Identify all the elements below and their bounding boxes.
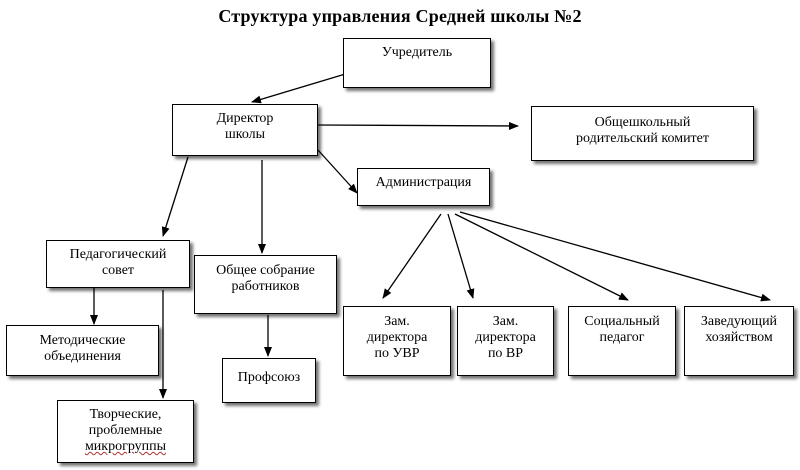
node-label: Учредитель: [381, 45, 453, 60]
node-label: Директор: [216, 111, 274, 126]
node-label: Методические: [39, 333, 126, 348]
node-label: Общее собрание: [216, 263, 315, 278]
node-label: директора: [475, 330, 536, 345]
node-label: Администрация: [375, 175, 472, 190]
node-label: совет: [101, 263, 135, 278]
arrow-director-to-parent-committee: [317, 121, 519, 130]
arrow-administration-to-housekeeping-head: [459, 211, 771, 302]
node-housekeeping-head: Заведующий хозяйством: [684, 306, 794, 376]
node-label: хозяйством: [705, 330, 773, 345]
node-label: Педагогический: [69, 247, 167, 262]
node-label: директора: [366, 330, 428, 345]
node-label: родительский комитет: [575, 131, 710, 146]
arrow-administration-to-social-teacher: [454, 213, 629, 301]
node-founder: Учредитель: [343, 38, 491, 88]
arrow-founder-to-director: [251, 71, 353, 104]
node-label: школы: [224, 127, 266, 142]
node-label: по УВР: [374, 346, 420, 361]
node-label: Профсоюз: [237, 370, 301, 385]
node-label: Творческие,: [89, 407, 162, 422]
node-label: работников: [231, 279, 300, 294]
node-administration: Администрация: [357, 168, 490, 206]
node-label: Заведующий: [700, 314, 778, 329]
arrow-director-to-administration: [317, 149, 358, 194]
node-label: Социальный: [584, 314, 660, 329]
node-director: Директор школы: [172, 104, 318, 156]
node-label: микрогруппы: [84, 439, 167, 454]
node-method-unions: Методические объединения: [6, 325, 159, 376]
node-social-teacher: Социальный педагог: [568, 306, 676, 376]
node-parent-committee: Общешкольный родительский комитет: [531, 106, 754, 161]
node-label: Зам.: [492, 314, 519, 329]
node-label: объединения: [44, 349, 121, 364]
node-deputy-uvr: Зам. директора по УВР: [343, 306, 451, 376]
arrow-director-to-ped-council: [161, 156, 189, 237]
node-label: по ВР: [487, 346, 524, 361]
arrow-administration-to-deputy-uvr: [382, 213, 442, 299]
node-deputy-vr: Зам. директора по ВР: [457, 306, 554, 376]
node-creative-groups: Творческие, проблемные микрогруппы: [57, 400, 194, 463]
node-label: Зам.: [384, 314, 410, 329]
node-trade-union: Профсоюз: [222, 358, 316, 403]
arrow-administration-to-deputy-vr: [447, 213, 475, 299]
node-label: педагог: [599, 330, 645, 345]
diagram-title: Структура управления Средней школы №2: [218, 6, 582, 26]
node-ped-council: Педагогический совет: [46, 240, 190, 288]
node-general-meeting: Общее собрание работников: [194, 255, 337, 314]
node-label: Общешкольный: [594, 115, 691, 130]
node-label: проблемные: [88, 423, 163, 438]
